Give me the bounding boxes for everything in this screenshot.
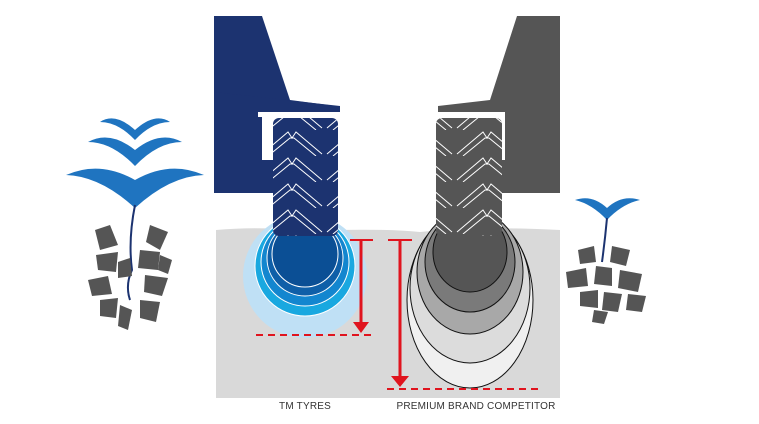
tm-compaction-zones bbox=[243, 214, 367, 338]
competitor-tyre bbox=[436, 118, 502, 236]
stunted-plant-icon bbox=[566, 198, 646, 324]
competitor-compaction-zones bbox=[406, 209, 534, 389]
healthy-plant-icon bbox=[66, 118, 204, 330]
tm-tractor bbox=[214, 16, 340, 193]
competitor-depth-arrow bbox=[387, 239, 540, 390]
competitor-label: PREMIUM BRAND COMPETITOR bbox=[396, 401, 556, 412]
tm-tyre bbox=[273, 118, 338, 236]
tm-tyres-label: TM TYRES bbox=[279, 401, 331, 412]
tm-depth-arrow bbox=[256, 239, 373, 336]
competitor-tractor bbox=[438, 16, 560, 193]
